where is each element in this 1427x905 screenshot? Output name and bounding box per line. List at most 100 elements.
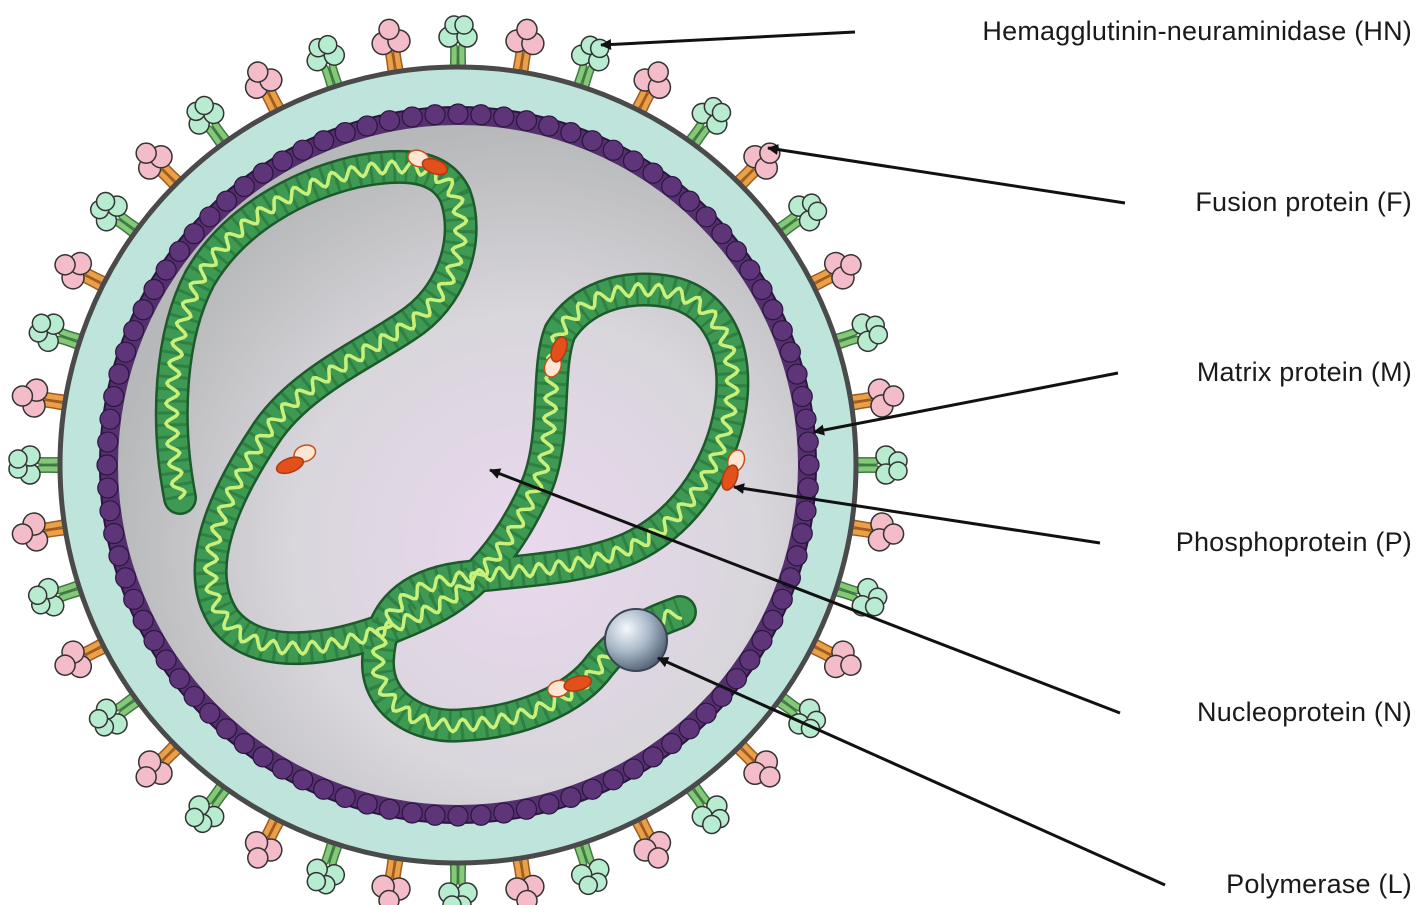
membrane-bead bbox=[662, 177, 682, 197]
membrane-bead bbox=[772, 321, 792, 341]
membrane-bead bbox=[796, 409, 816, 429]
membrane-bead bbox=[763, 300, 783, 320]
membrane-bead bbox=[712, 224, 732, 244]
membrane-bead bbox=[792, 523, 812, 543]
membrane-bead bbox=[293, 770, 313, 790]
membrane-bead bbox=[792, 387, 812, 407]
membrane-bead bbox=[726, 669, 746, 689]
membrane-bead bbox=[273, 759, 293, 779]
membrane-bead bbox=[314, 779, 334, 799]
membrane-bead bbox=[696, 703, 716, 723]
membrane-bead bbox=[234, 177, 254, 197]
membrane-bead bbox=[357, 794, 377, 814]
leader-line-f bbox=[768, 148, 1125, 203]
membrane-bead bbox=[335, 787, 355, 807]
membrane-bead bbox=[234, 733, 254, 753]
membrane-bead bbox=[679, 719, 699, 739]
membrane-bead bbox=[582, 779, 602, 799]
membrane-bead bbox=[109, 546, 129, 566]
membrane-bead bbox=[380, 799, 400, 819]
membrane-bead bbox=[561, 123, 581, 143]
membrane-bead bbox=[799, 455, 819, 475]
membrane-bead bbox=[170, 241, 190, 261]
membrane-bead bbox=[97, 455, 117, 475]
membrane-bead bbox=[471, 805, 491, 825]
membrane-bead bbox=[144, 631, 164, 651]
membrane-bead bbox=[100, 501, 120, 521]
membrane-bead bbox=[253, 163, 273, 183]
membrane-bead bbox=[273, 151, 293, 171]
membrane-bead bbox=[516, 799, 536, 819]
membrane-bead bbox=[124, 589, 144, 609]
label-polymerase: Polymerase (L) bbox=[1226, 871, 1412, 898]
polymerase-sphere bbox=[605, 609, 667, 671]
membrane-bead bbox=[156, 260, 176, 280]
label-nucleoprotein: Nucleoprotein (N) bbox=[1197, 699, 1412, 726]
membrane-bead bbox=[796, 501, 816, 521]
membrane-bead bbox=[109, 364, 129, 384]
membrane-bead bbox=[124, 321, 144, 341]
membrane-bead bbox=[133, 610, 153, 630]
membrane-bead bbox=[798, 478, 818, 498]
membrane-bead bbox=[603, 140, 623, 160]
membrane-bead bbox=[662, 733, 682, 753]
membrane-bead bbox=[402, 107, 422, 127]
membrane-bead bbox=[643, 163, 663, 183]
membrane-bead bbox=[726, 241, 746, 261]
membrane-bead bbox=[763, 610, 783, 630]
membrane-bead bbox=[314, 131, 334, 151]
membrane-bead bbox=[335, 123, 355, 143]
membrane-bead bbox=[780, 342, 800, 362]
membrane-bead bbox=[772, 589, 792, 609]
membrane-bead bbox=[494, 107, 514, 127]
membrane-bead bbox=[156, 650, 176, 670]
membrane-bead bbox=[104, 523, 124, 543]
membrane-bead bbox=[253, 747, 273, 767]
membrane-bead bbox=[98, 432, 118, 452]
membrane-bead bbox=[116, 342, 136, 362]
membrane-bead bbox=[116, 568, 136, 588]
membrane-bead bbox=[539, 794, 559, 814]
membrane-bead bbox=[217, 191, 237, 211]
membrane-bead bbox=[696, 207, 716, 227]
membrane-bead bbox=[293, 140, 313, 160]
membrane-bead bbox=[740, 260, 760, 280]
label-matrix-protein: Matrix protein (M) bbox=[1197, 359, 1412, 386]
membrane-bead bbox=[516, 111, 536, 131]
membrane-bead bbox=[133, 300, 153, 320]
membrane-bead bbox=[539, 116, 559, 136]
membrane-bead bbox=[100, 409, 120, 429]
membrane-bead bbox=[184, 686, 204, 706]
membrane-bead bbox=[448, 806, 468, 826]
membrane-bead bbox=[425, 805, 445, 825]
label-phosphoprotein: Phosphoprotein (P) bbox=[1176, 529, 1412, 556]
membrane-bead bbox=[471, 105, 491, 125]
membrane-bead bbox=[200, 207, 220, 227]
membrane-bead bbox=[624, 151, 644, 171]
membrane-bead bbox=[380, 111, 400, 131]
membrane-bead bbox=[448, 104, 468, 124]
membrane-bead bbox=[798, 432, 818, 452]
membrane-bead bbox=[787, 546, 807, 566]
membrane-bead bbox=[643, 747, 663, 767]
leader-line-l bbox=[658, 658, 1165, 885]
membrane-bead bbox=[98, 478, 118, 498]
label-hemagglutinin-neuraminidase: Hemagglutinin-neuraminidase (HN) bbox=[982, 18, 1412, 45]
membrane-bead bbox=[603, 770, 623, 790]
membrane-bead bbox=[170, 669, 190, 689]
membrane-bead bbox=[494, 803, 514, 823]
membrane-bead bbox=[561, 787, 581, 807]
membrane-bead bbox=[624, 759, 644, 779]
membrane-bead bbox=[425, 105, 445, 125]
membrane-bead bbox=[787, 364, 807, 384]
membrane-bead bbox=[144, 280, 164, 300]
membrane-bead bbox=[752, 280, 772, 300]
membrane-bead bbox=[679, 191, 699, 211]
label-fusion-protein: Fusion protein (F) bbox=[1195, 189, 1412, 216]
membrane-bead bbox=[402, 803, 422, 823]
membrane-bead bbox=[104, 387, 124, 407]
membrane-bead bbox=[184, 224, 204, 244]
membrane-bead bbox=[200, 703, 220, 723]
